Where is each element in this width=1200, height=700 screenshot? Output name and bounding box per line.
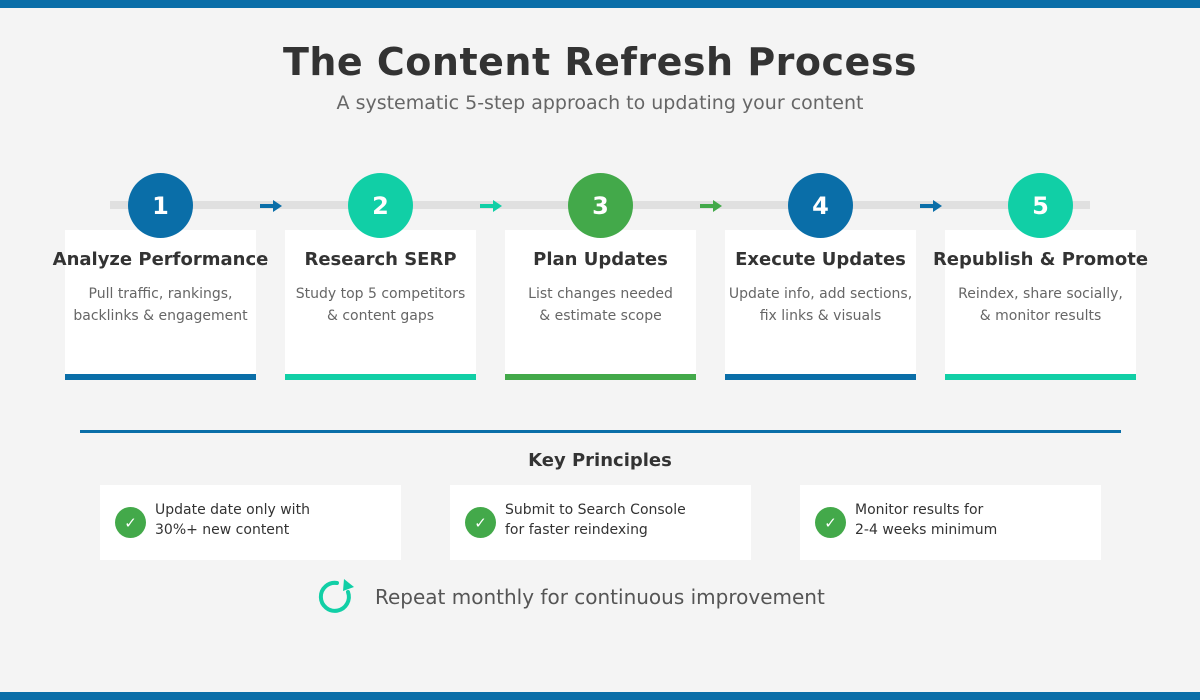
refresh-icon bbox=[318, 579, 354, 613]
step-title: Analyze Performance bbox=[52, 249, 269, 270]
arrow-right-icon bbox=[700, 200, 722, 212]
repeat-cycle-text: Repeat monthly for continuous improvemen… bbox=[375, 585, 825, 609]
step-number-badge: 1 bbox=[128, 173, 193, 238]
principle-text: Update date only with 30%+ new content bbox=[155, 500, 310, 540]
step-title: Republish & Promote bbox=[932, 249, 1149, 270]
page-title: The Content Refresh Process bbox=[282, 40, 918, 84]
step-card-accent-bar bbox=[725, 374, 916, 380]
arrow-right-icon bbox=[480, 200, 502, 212]
principle-text: Submit to Search Console for faster rein… bbox=[505, 500, 686, 540]
section-divider bbox=[80, 430, 1121, 433]
principle-text-line: 2-4 weeks minimum bbox=[855, 522, 998, 538]
check-icon: ✓ bbox=[465, 507, 496, 538]
principle-text-line: Update date only with bbox=[155, 502, 310, 518]
step-number-badge: 2 bbox=[348, 173, 413, 238]
principle-card-1: ✓ Update date only with 30%+ new content bbox=[100, 485, 401, 560]
check-icon: ✓ bbox=[115, 507, 146, 538]
step-number-badge: 5 bbox=[1008, 173, 1073, 238]
top-accent-band bbox=[0, 0, 1200, 8]
step-card-accent-bar bbox=[65, 374, 256, 380]
step-description-line: backlinks & engagement bbox=[73, 308, 248, 324]
arrow-right-icon bbox=[920, 200, 942, 212]
step-title: Plan Updates bbox=[533, 249, 668, 270]
step-card-5: Republish & Promote Reindex, share socia… bbox=[933, 230, 1148, 380]
step-description-line: & estimate scope bbox=[539, 308, 662, 324]
principle-text-line: Monitor results for bbox=[855, 502, 984, 518]
principle-text-line: 30%+ new content bbox=[155, 522, 290, 538]
step-card-2: Research SERP Study top 5 competitors & … bbox=[285, 230, 476, 380]
step-description: Study top 5 competitors & content gaps bbox=[285, 283, 476, 327]
step-card-accent-bar bbox=[945, 374, 1136, 380]
step-number-badge: 4 bbox=[788, 173, 853, 238]
bottom-accent-band bbox=[0, 692, 1200, 700]
step-description-line: fix links & visuals bbox=[759, 308, 882, 324]
step-description-line: & monitor results bbox=[979, 308, 1102, 324]
step-description: List changes needed & estimate scope bbox=[505, 283, 696, 327]
principle-text-line: for faster reindexing bbox=[505, 522, 648, 538]
principle-card-3: ✓ Monitor results for 2-4 weeks minimum bbox=[800, 485, 1101, 560]
step-description-line: Pull traffic, rankings, bbox=[88, 286, 233, 302]
step-description-line: Update info, add sections, bbox=[728, 286, 913, 302]
principles-heading: Key Principles bbox=[528, 450, 672, 471]
step-description-line: Study top 5 competitors bbox=[295, 286, 466, 302]
check-icon: ✓ bbox=[815, 507, 846, 538]
page-subtitle: A systematic 5-step approach to updating… bbox=[336, 92, 864, 114]
principle-text: Monitor results for 2-4 weeks minimum bbox=[855, 500, 997, 540]
step-card-3: Plan Updates List changes needed & estim… bbox=[505, 230, 696, 380]
step-description: Reindex, share socially, & monitor resul… bbox=[945, 283, 1136, 327]
step-description-line: Reindex, share socially, bbox=[958, 286, 1123, 302]
step-description: Pull traffic, rankings, backlinks & enga… bbox=[65, 283, 256, 327]
step-card-4: Execute Updates Update info, add section… bbox=[725, 230, 916, 380]
step-card-1: Analyze Performance Pull traffic, rankin… bbox=[53, 230, 268, 380]
principle-text-line: Submit to Search Console bbox=[505, 502, 686, 518]
step-title: Execute Updates bbox=[735, 249, 906, 270]
step-description-line: & content gaps bbox=[326, 308, 435, 324]
step-description-line: List changes needed bbox=[528, 286, 673, 302]
principle-card-2: ✓ Submit to Search Console for faster re… bbox=[450, 485, 751, 560]
step-card-accent-bar bbox=[285, 374, 476, 380]
step-number-badge: 3 bbox=[568, 173, 633, 238]
arrow-right-icon bbox=[260, 200, 282, 212]
step-card-accent-bar bbox=[505, 374, 696, 380]
step-description: Update info, add sections, fix links & v… bbox=[725, 283, 916, 327]
step-title: Research SERP bbox=[304, 249, 457, 270]
